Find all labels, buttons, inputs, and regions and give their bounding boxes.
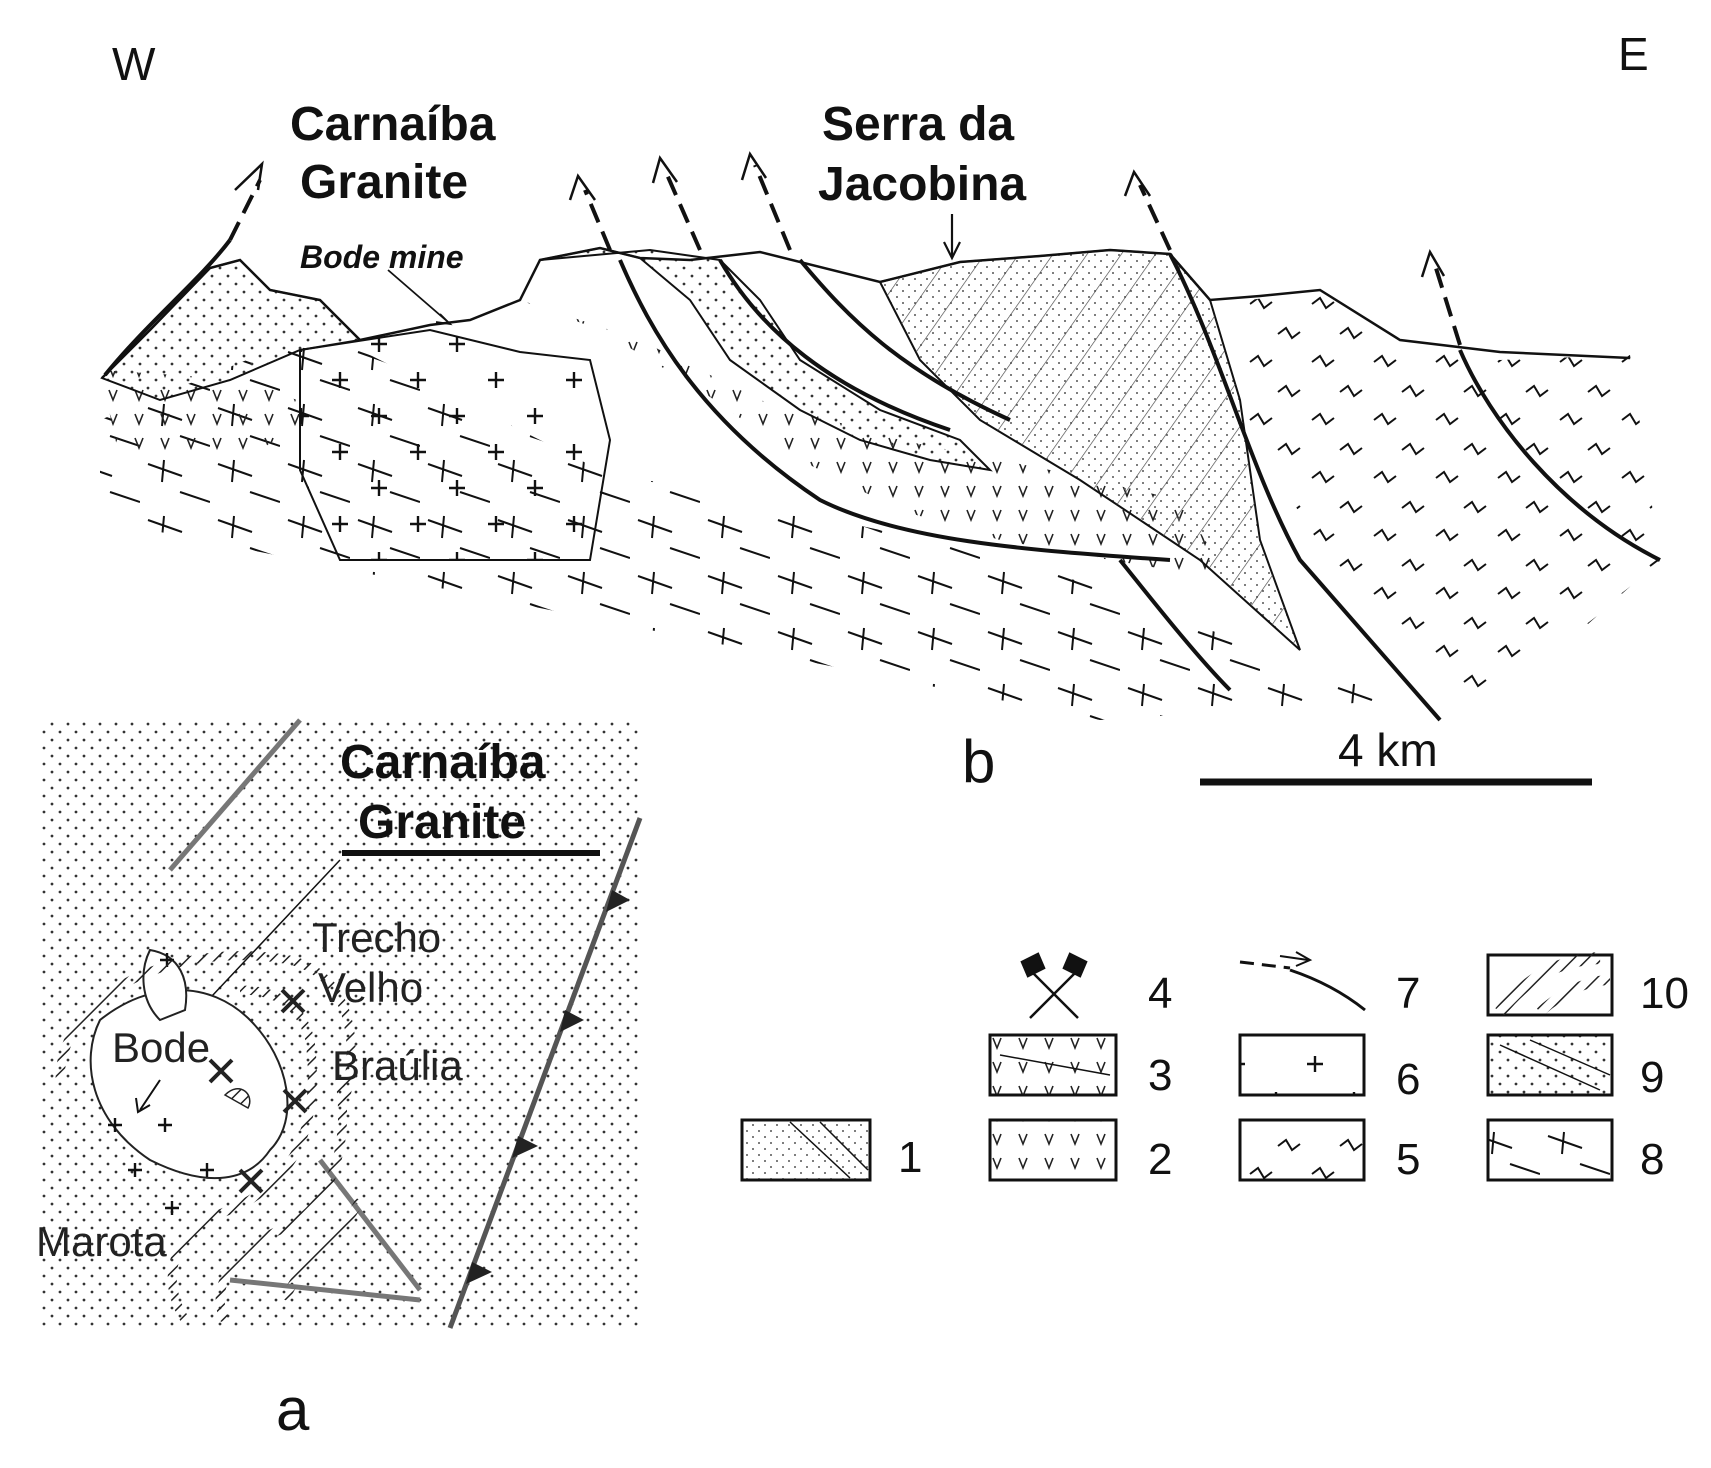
- panel-b-label: b: [962, 728, 995, 795]
- legend-num-1: 1: [898, 1133, 922, 1182]
- legend-num-10: 10: [1640, 969, 1689, 1018]
- place-braulia: Braúlia: [332, 1042, 463, 1089]
- legend-num-6: 6: [1396, 1055, 1420, 1104]
- west-label: W: [112, 38, 156, 90]
- legend-swatch-5: [1238, 1118, 1366, 1182]
- legend-num-8: 8: [1640, 1135, 1664, 1184]
- fault-arrows: [228, 164, 1462, 346]
- topography-line: [101, 246, 1631, 379]
- section-granite-label-2: Granite: [300, 156, 468, 209]
- east-label: E: [1618, 28, 1649, 80]
- legend-num-9: 9: [1640, 1053, 1664, 1102]
- map-thrust: [447, 817, 643, 1329]
- legend-num-7: 7: [1396, 969, 1420, 1018]
- place-trecho-velho-1: Trecho: [312, 914, 441, 961]
- legend-swatch-3: [988, 1033, 1118, 1097]
- place-trecho-velho-2: Velho: [318, 964, 423, 1011]
- unit-schist-east: [1240, 290, 1660, 720]
- unit-carnaiba-granite: [299, 328, 612, 561]
- section-granite-label-1: Carnaíba: [290, 98, 496, 151]
- legend-num-3: 3: [1148, 1051, 1172, 1100]
- legend: [740, 951, 1614, 1182]
- place-bode: Bode: [112, 1024, 210, 1071]
- scale-label: 4 km: [1338, 724, 1438, 776]
- legend-num-2: 2: [1148, 1135, 1172, 1184]
- legend-num-4: 4: [1148, 969, 1172, 1018]
- map-granite-label-2: Granite: [358, 796, 526, 849]
- legend-swatch-1: [740, 1118, 872, 1182]
- map-mine-symbols: [208, 988, 308, 1194]
- fault-symbol-icon: [1239, 951, 1366, 1012]
- bode-mine-pointer: [387, 269, 449, 323]
- thrust-faults: [103, 238, 1661, 722]
- place-marota: Marota: [36, 1218, 167, 1265]
- panel-a-label: a: [276, 1376, 310, 1443]
- legend-swatch-2: [988, 1118, 1118, 1182]
- location-map: [40, 718, 643, 1330]
- crossed-hammers-icon: [1020, 952, 1088, 1019]
- cross-section: [100, 151, 1661, 722]
- legend-swatch-9: [1486, 1033, 1614, 1097]
- unit-middle-quartzite: [539, 246, 993, 472]
- map-granite-body: [89, 989, 289, 1180]
- bode-mine-label: Bode mine: [300, 239, 464, 275]
- serra-label-1: Serra da: [822, 98, 1014, 151]
- legend-swatch-10: [1486, 952, 1614, 1017]
- serra-label-2: Jacobina: [818, 158, 1026, 211]
- legend-num-5: 5: [1396, 1135, 1420, 1184]
- legend-swatch-8: [1486, 1118, 1614, 1182]
- map-granite-label-1: Carnaíba: [340, 736, 546, 789]
- fault-arrowheads: [234, 151, 1446, 278]
- legend-swatch-6: [1238, 1033, 1366, 1097]
